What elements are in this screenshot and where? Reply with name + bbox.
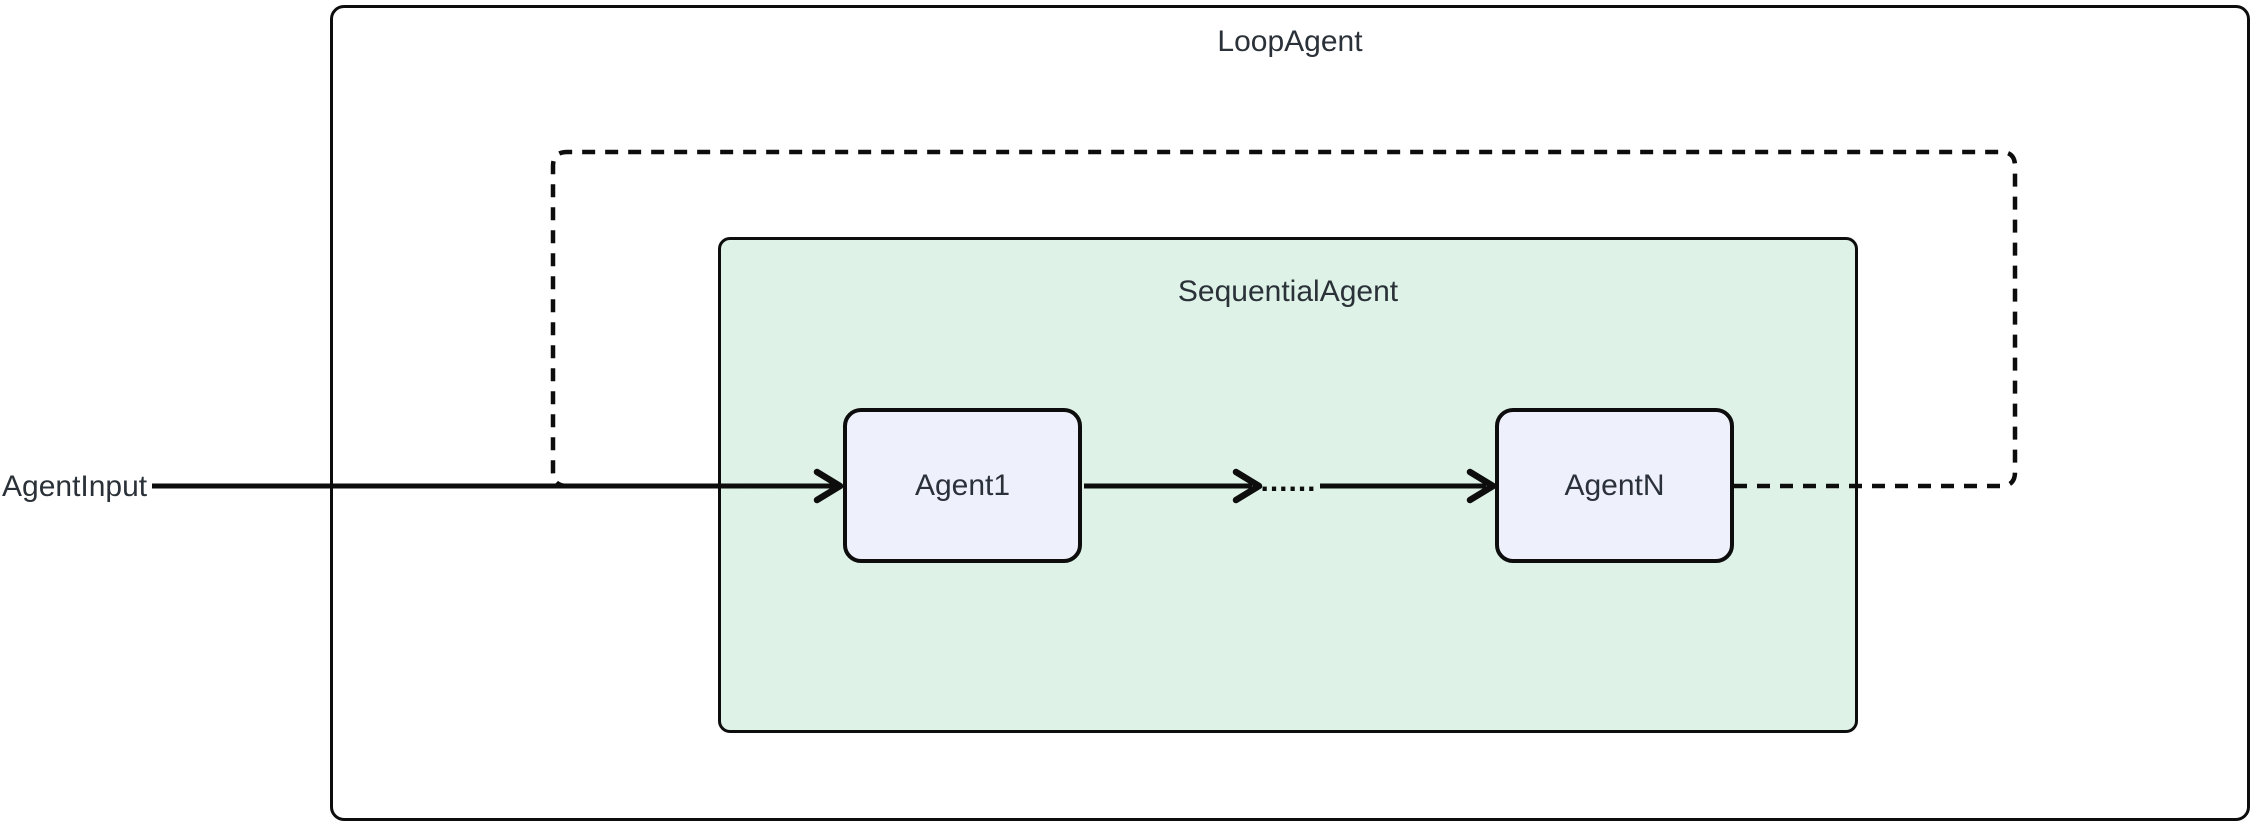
loop-agent-title: LoopAgent: [1217, 25, 1363, 58]
sequence-ellipsis-label: ......: [1260, 465, 1317, 498]
agent1-node-label: Agent1: [914, 468, 1011, 502]
loop-agent-container: [330, 5, 2250, 821]
agent-input-label: AgentInput: [2, 470, 148, 503]
agentn-node-label: AgentN: [1564, 468, 1665, 502]
sequential-agent-title: SequentialAgent: [1177, 275, 1399, 308]
agent1-node: Agent1: [843, 408, 1082, 563]
agentn-node: AgentN: [1495, 408, 1734, 563]
